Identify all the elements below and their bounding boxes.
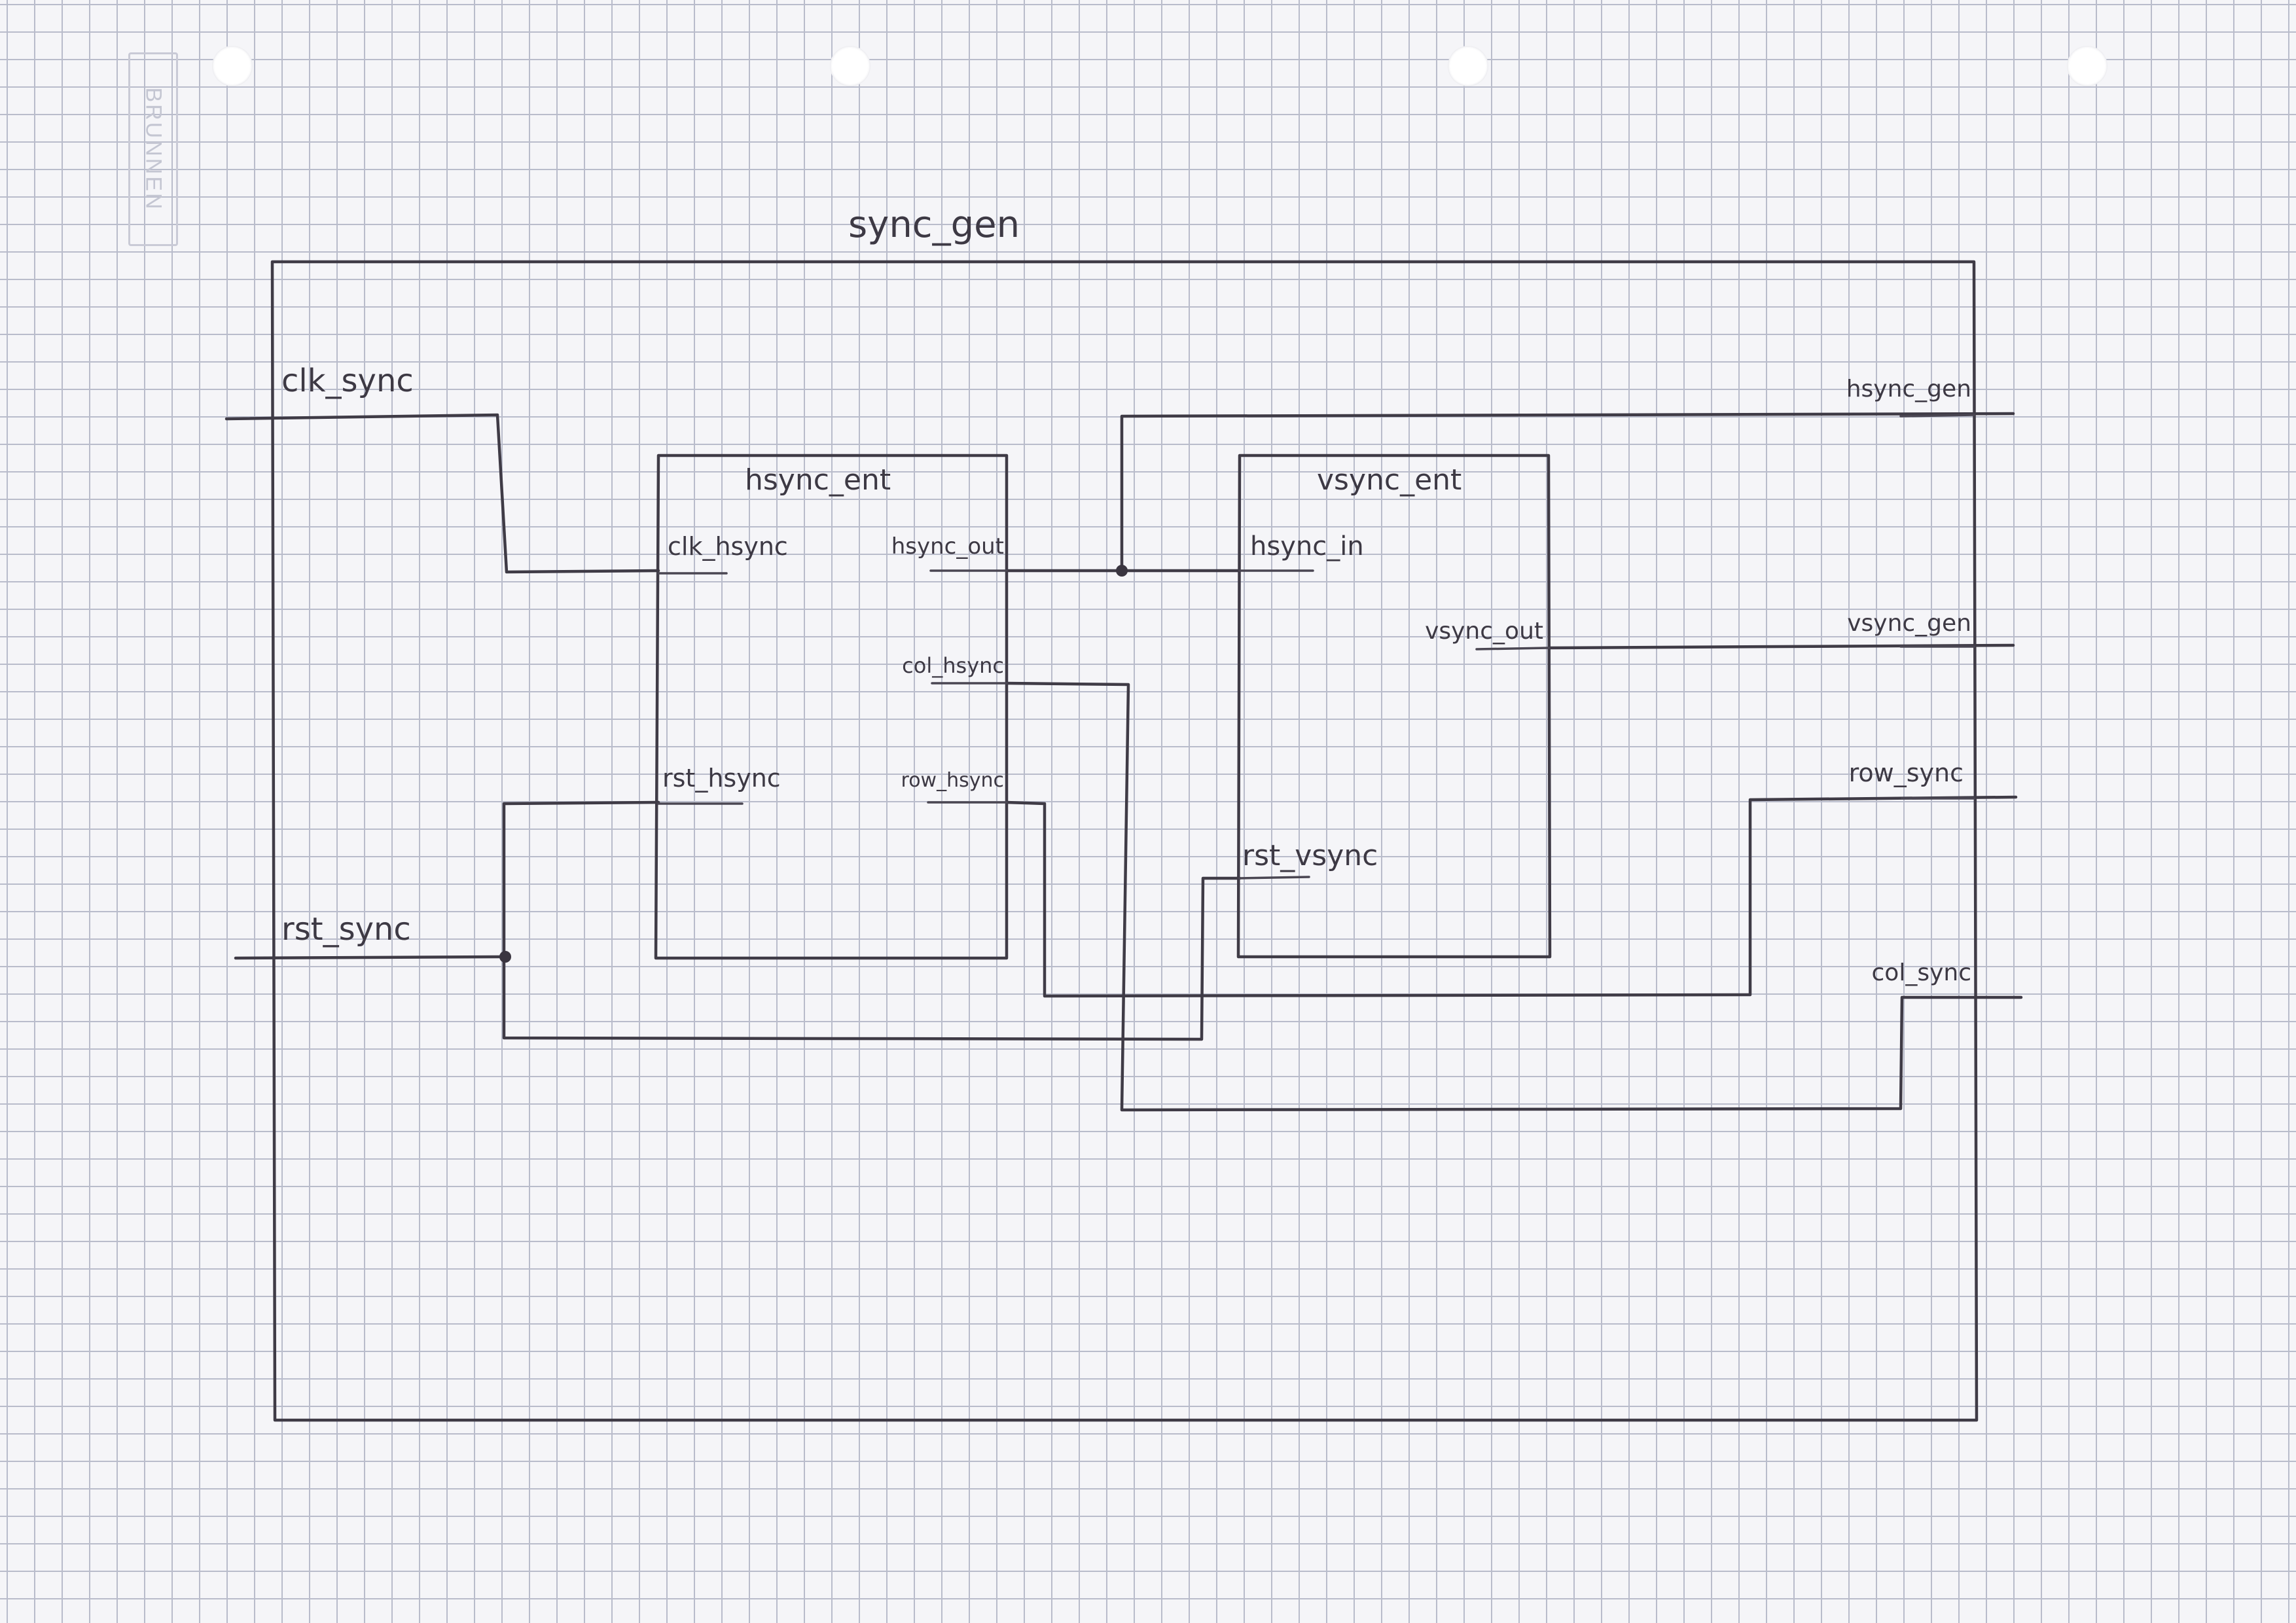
port-hsync-in: hsync_in [1250, 531, 1364, 562]
sync-gen-boundary [270, 260, 1979, 1422]
wire-rst-branch [502, 800, 1242, 1041]
vsync-ent-title: vsync_ent [1317, 463, 1462, 497]
port-vsync-out: vsync_out [1425, 618, 1543, 645]
label-clk-sync: clk_sync [281, 363, 414, 399]
diagram-title: sync_gen [848, 204, 1020, 246]
hsync-ent-box [654, 454, 1009, 960]
port-stub-hsync-gen [1899, 414, 1975, 418]
punch-hole [830, 46, 870, 86]
label-col-sync: col_sync [1872, 959, 1972, 986]
label-row-sync: row_sync [1849, 758, 1964, 787]
port-clk-hsync: clk_hsync [668, 532, 788, 561]
wire-col [1005, 681, 2023, 1112]
label-vsync-gen: vsync_gen [1847, 610, 1971, 637]
port-hsync-out: hsync_out [891, 533, 1004, 560]
junction-hsync [1116, 565, 1128, 577]
wire-clk [224, 413, 660, 574]
port-rst-vsync: rst_vsync [1242, 839, 1378, 872]
port-rst-hsync: rst_hsync [662, 764, 781, 793]
port-stub-rst-vsync [1238, 876, 1310, 880]
wire-rst [234, 955, 507, 960]
port-stub-vsync-out [1475, 647, 1550, 651]
punch-hole [212, 46, 253, 86]
label-rst-sync: rst_sync [281, 911, 411, 948]
brand-logo: BRUNNEN [128, 52, 178, 246]
punch-hole [1448, 46, 1488, 86]
punch-hole [2067, 46, 2108, 86]
label-hsync-gen: hsync_gen [1846, 376, 1971, 402]
junction-rst [499, 951, 511, 963]
wire-row [1005, 795, 2018, 998]
port-col-hsync: col_hsync [902, 653, 1004, 678]
hsync-ent-title: hsync_ent [745, 463, 891, 497]
wire-hsync [1005, 412, 2015, 573]
port-row-hsync: row_hsync [901, 769, 1004, 792]
vsync-ent-box [1236, 454, 1552, 959]
